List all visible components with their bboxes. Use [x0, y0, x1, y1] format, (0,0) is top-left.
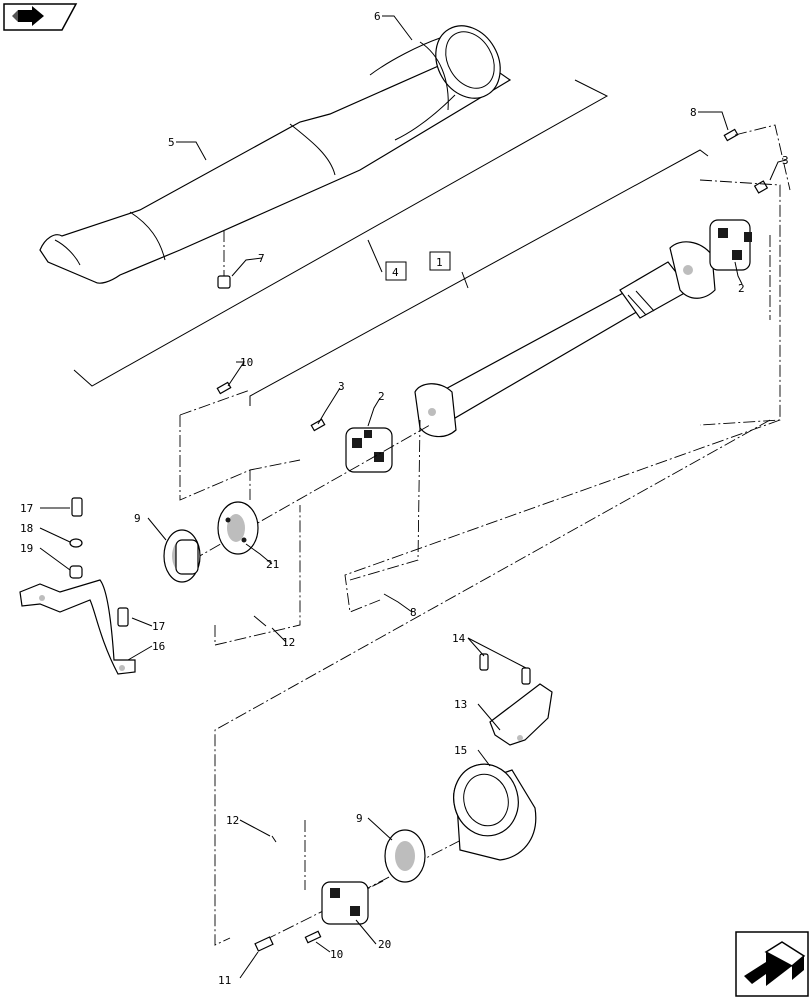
- center-bearing-group: [19, 497, 267, 675]
- callout-11: 11: [218, 974, 231, 987]
- callout-4: 4: [392, 266, 399, 279]
- callout-17-top: 17: [20, 502, 33, 515]
- forward-arrow-icon: [735, 931, 809, 997]
- callout-16: 16: [152, 640, 165, 653]
- guard-assembly: [39, 25, 609, 387]
- callout-2-mid: 2: [378, 390, 385, 403]
- callout-8-top: 8: [690, 106, 697, 119]
- callout-15: 15: [454, 744, 467, 757]
- leader-lines: [39, 15, 787, 979]
- callout-3-mid: 3: [338, 380, 345, 393]
- callout-6: 6: [374, 10, 381, 23]
- back-button[interactable]: [2, 2, 78, 32]
- callout-12-top: 12: [282, 636, 295, 649]
- callout-13: 13: [454, 698, 467, 711]
- forward-button[interactable]: [734, 930, 810, 998]
- callout-7: 7: [258, 252, 265, 265]
- support-bearing-group: [254, 653, 553, 952]
- callout-5: 5: [168, 136, 175, 149]
- callout-19: 19: [20, 542, 33, 555]
- callout-17-bottom: 17: [152, 620, 165, 633]
- drive-shaft: [216, 128, 769, 473]
- callout-20: 20: [378, 938, 391, 951]
- callout-10-bottom: 10: [330, 948, 343, 961]
- callout-10-top: 10: [240, 356, 253, 369]
- callout-12-bottom: 12: [226, 814, 239, 827]
- callout-21: 21: [266, 558, 279, 571]
- back-arrow-icon: [3, 3, 78, 31]
- callout-1: 1: [436, 256, 443, 269]
- callout-18: 18: [20, 522, 33, 535]
- callout-box-4: [385, 261, 407, 281]
- u-joint-lower: [345, 427, 393, 473]
- callout-9-bottom: 9: [356, 812, 363, 825]
- u-joint-upper: [709, 219, 752, 271]
- callout-3-top: 3: [782, 154, 789, 167]
- callout-2-top: 2: [738, 282, 745, 295]
- callout-8-mid: 8: [410, 606, 417, 619]
- callout-9-left: 9: [134, 512, 141, 525]
- callout-box-1: [429, 251, 451, 271]
- callout-14: 14: [452, 632, 466, 645]
